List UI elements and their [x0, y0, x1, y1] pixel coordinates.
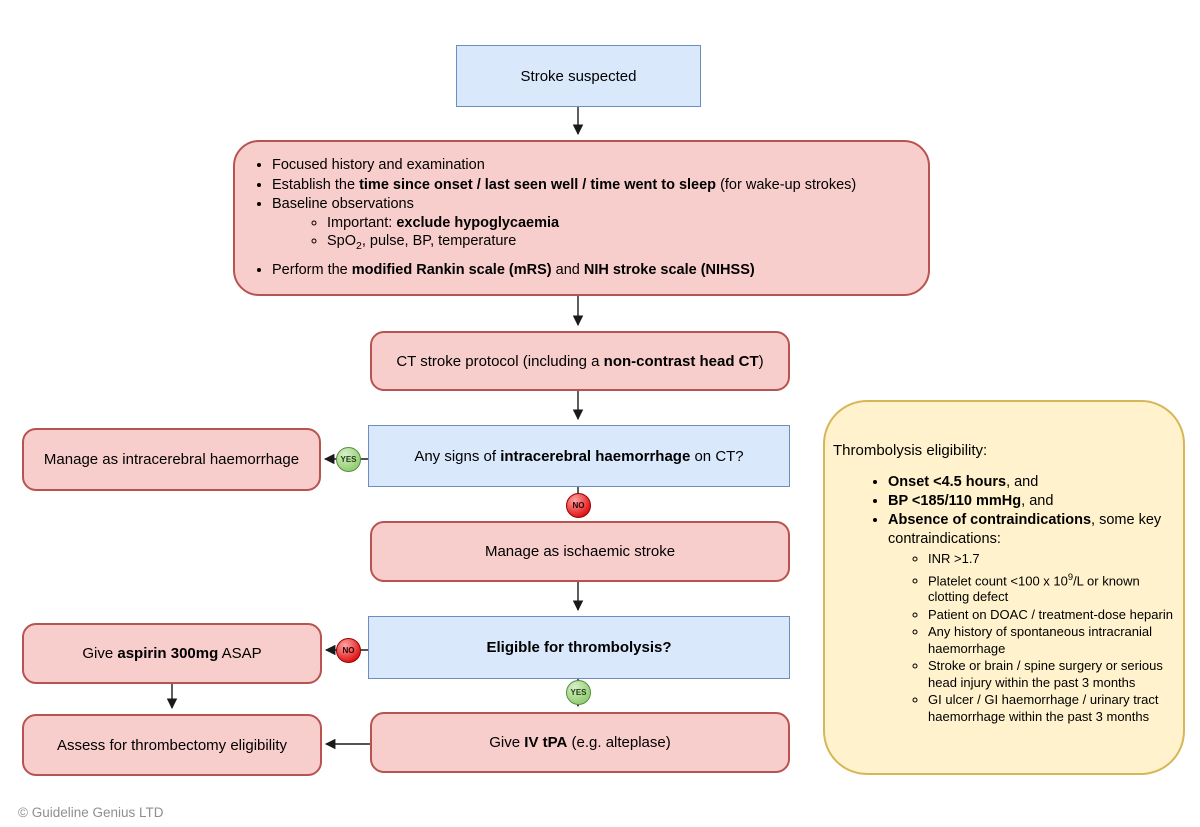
node-manage-ischaemic-label: Manage as ischaemic stroke	[484, 543, 676, 560]
criteria-onset: Onset <4.5 hours, and	[888, 473, 1169, 492]
badge-no-ich: NO	[566, 493, 591, 518]
node-stroke-suspected-label: Stroke suspected	[520, 67, 637, 85]
contraindication-surgery: Stroke or brain / spine surgery or serio…	[928, 658, 1169, 691]
node-manage-intracerebral-haemorrhage: Manage as intracerebral haemorrhage	[22, 428, 321, 491]
copyright-footer: © Guideline Genius LTD	[18, 805, 164, 820]
badge-yes-thrombolysis: YES	[566, 680, 591, 705]
node-give-aspirin-label: Give aspirin 300mg ASAP	[82, 645, 262, 662]
assessment-item-history: Focused history and examination	[272, 156, 856, 175]
assessment-item-baseline-observations: Baseline observations Important: exclude…	[272, 195, 856, 256]
assessment-item-scales: Perform the modified Rankin scale (mRS) …	[272, 261, 856, 280]
decision-thrombolysis-label: Eligible for thrombolysis?	[486, 639, 672, 656]
decision-ich-on-ct-label: Any signs of intracerebral haemorrhage o…	[414, 447, 744, 465]
node-assess-thrombectomy-label: Assess for thrombectomy eligibility	[56, 736, 288, 754]
node-ct-stroke-protocol-label: CT stroke protocol (including a non-cont…	[396, 352, 764, 370]
node-assess-thrombectomy: Assess for thrombectomy eligibility	[22, 714, 322, 776]
node-give-aspirin: Give aspirin 300mg ASAP	[22, 623, 322, 684]
eligibility-criteria-list: Onset <4.5 hours, and BP <185/110 mmHg, …	[833, 473, 1173, 725]
contraindication-platelets: Platelet count <100 x 109/L or knownclot…	[928, 569, 1169, 606]
node-stroke-suspected: Stroke suspected	[456, 45, 701, 107]
criteria-contraindications: Absence of contraindications, some keyco…	[888, 511, 1173, 725]
decision-thrombolysis-eligibility: Eligible for thrombolysis?	[368, 616, 790, 679]
badge-yes-ich: YES	[336, 447, 361, 472]
assessment-subitem-vitals: SpO2, pulse, BP, temperature	[327, 232, 856, 256]
note-thrombolysis-eligibility: Thrombolysis eligibility: Onset <4.5 hou…	[823, 400, 1185, 775]
contraindications-sublist: INR >1.7 Platelet count <100 x 109/L or …	[888, 551, 1173, 725]
contraindication-inr: INR >1.7	[928, 551, 1169, 568]
note-title: Thrombolysis eligibility:	[833, 442, 988, 459]
node-give-iv-tpa: Give IV tPA (e.g. alteplase)	[370, 712, 790, 773]
node-manage-ischaemic-stroke: Manage as ischaemic stroke	[370, 521, 790, 582]
badge-no-thrombolysis: NO	[336, 638, 361, 663]
node-initial-assessment: Focused history and examination Establis…	[233, 140, 930, 296]
contraindication-ich-history: Any history of spontaneous intracranialh…	[928, 624, 1169, 657]
node-give-iv-tpa-label: Give IV tPA (e.g. alteplase)	[489, 734, 671, 751]
baseline-observations-sublist: Important: exclude hypoglycaemia SpO2, p…	[272, 214, 856, 257]
criteria-bp: BP <185/110 mmHg, and	[888, 492, 1169, 511]
node-ct-stroke-protocol: CT stroke protocol (including a non-cont…	[370, 331, 790, 391]
assessment-subitem-hypoglycaemia: Important: exclude hypoglycaemia	[327, 214, 856, 233]
contraindication-gi-bleed: GI ulcer / GI haemorrhage / urinary trac…	[928, 692, 1169, 725]
assessment-item-onset-time: Establish the time since onset / last se…	[272, 176, 856, 195]
contraindication-doac: Patient on DOAC / treatment-dose heparin	[928, 607, 1173, 624]
node-manage-ich-label: Manage as intracerebral haemorrhage	[43, 451, 300, 468]
decision-ich-on-ct: Any signs of intracerebral haemorrhage o…	[368, 425, 790, 487]
assessment-item-baseline-label: Baseline observations	[272, 196, 414, 213]
initial-assessment-list: Focused history and examination Establis…	[235, 155, 856, 281]
